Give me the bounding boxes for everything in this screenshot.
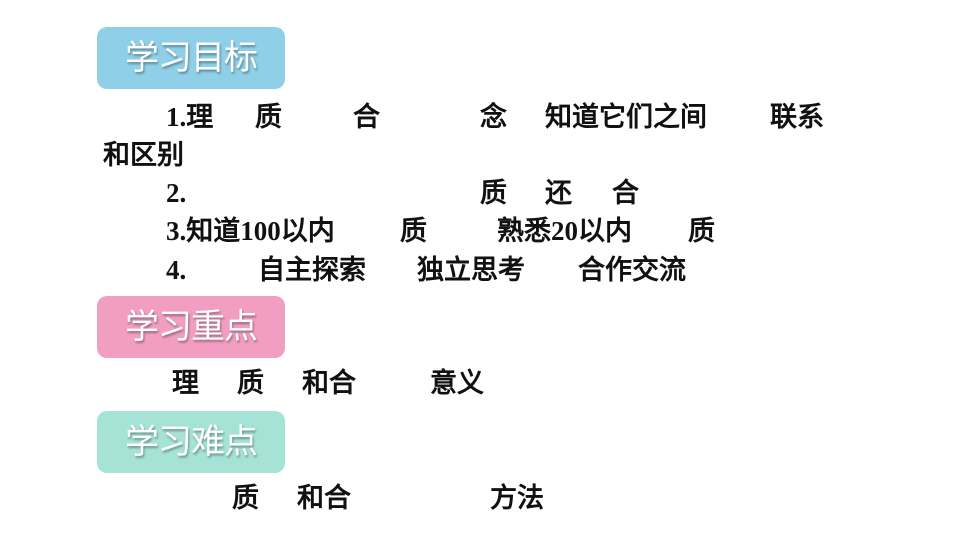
goal-1-text: 质: [255, 102, 282, 132]
key-points-label: 学习重点: [97, 296, 285, 358]
goal-3-text: 质: [688, 216, 715, 246]
goal-4-text: 独立思考: [417, 255, 525, 285]
goal-2-text: 合: [612, 178, 639, 208]
goal-1-text: 知道它们之间: [545, 102, 707, 132]
goal-2-text: 质: [480, 178, 507, 208]
difficulty-text: 质: [232, 483, 259, 513]
key-point-text: 理: [172, 368, 199, 398]
difficulty-text: 方法: [490, 483, 544, 513]
key-point-text: 和合: [302, 368, 356, 398]
goal-4-text: 4.: [166, 255, 187, 285]
key-point-text: 质: [237, 368, 264, 398]
goal-4-text: 自主探索: [258, 255, 366, 285]
goal-1-continuation: 和区别: [103, 140, 184, 170]
goal-3-text: 3.知道100以内: [166, 216, 335, 246]
goal-1-text: 合: [353, 102, 380, 132]
goals-label: 学习目标: [97, 27, 285, 89]
difficulty-text: 和合: [297, 483, 351, 513]
goal-3-text: 质: [400, 216, 427, 246]
key-point-text: 意义: [430, 368, 484, 398]
goal-4-text: 合作交流: [578, 255, 686, 285]
difficulties-label: 学习难点: [97, 411, 285, 473]
goal-2-text: 还: [545, 178, 572, 208]
goal-3-text: 熟悉20以内: [497, 216, 632, 246]
goal-1-text: 念: [480, 102, 507, 132]
goal-2-text: 2.: [166, 178, 187, 208]
goal-1-text: 联系: [770, 102, 824, 132]
goal-1-text: 1.理: [166, 102, 214, 132]
